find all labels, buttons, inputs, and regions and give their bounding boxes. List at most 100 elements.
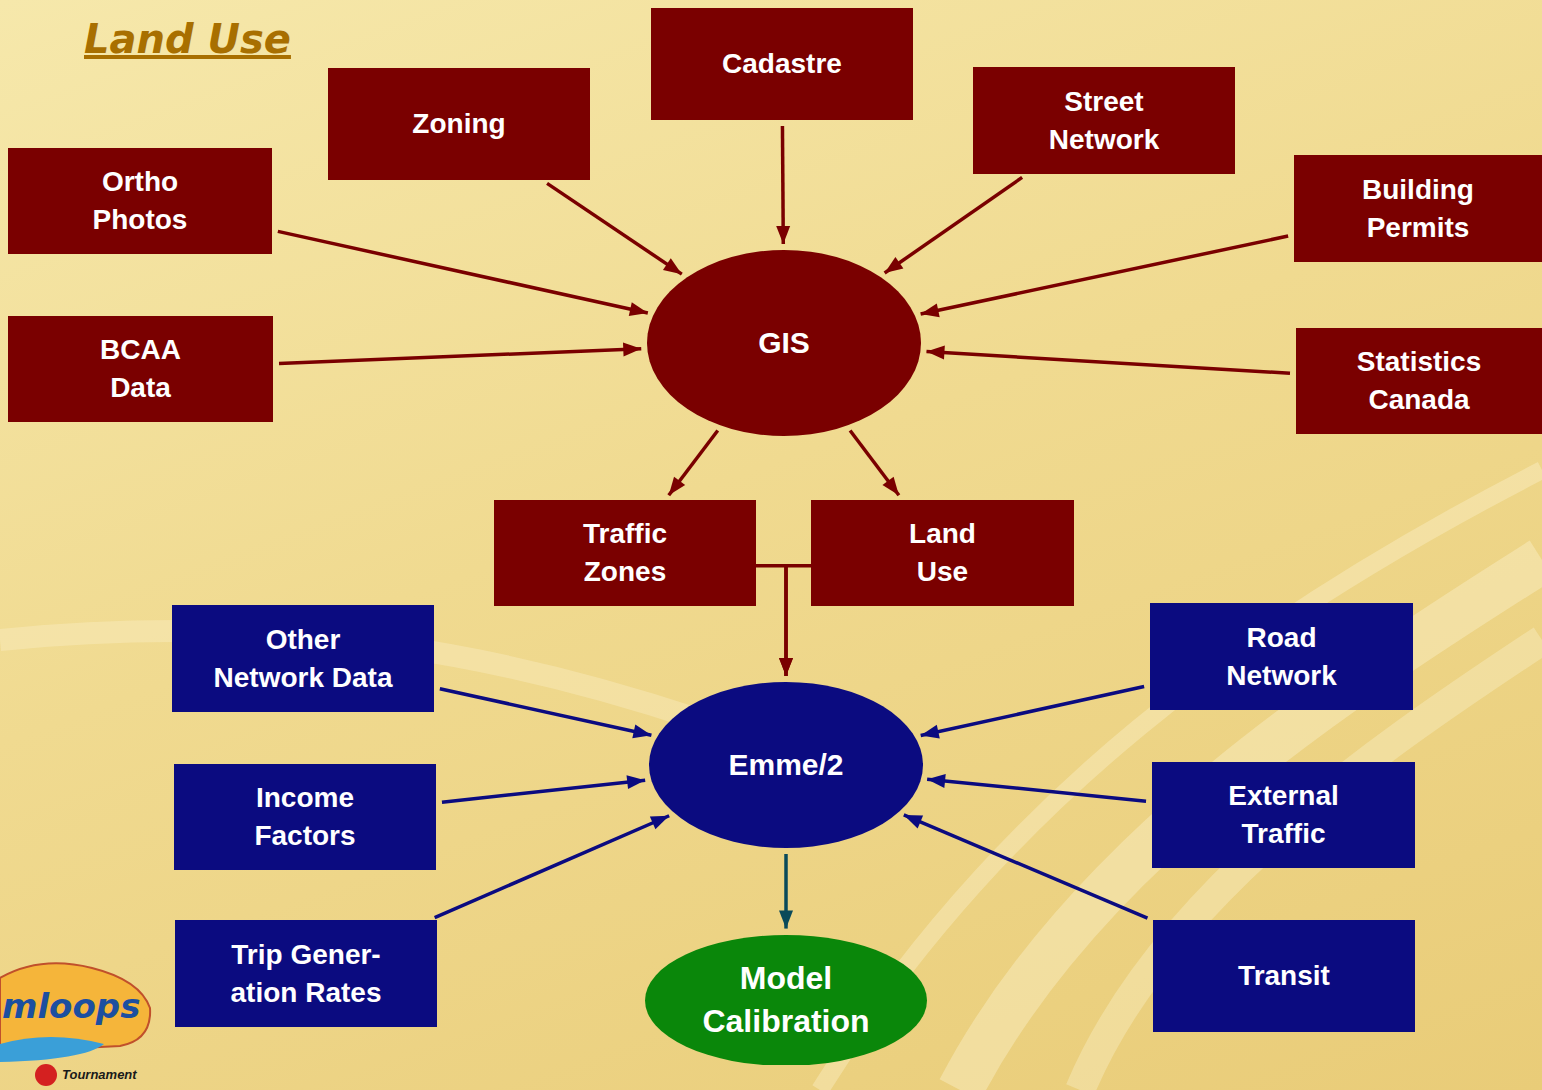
node-label: Model Calibration (694, 957, 879, 1043)
node-text-group: Other Network Data (210, 621, 396, 697)
arrowhead (882, 477, 898, 496)
node-label: Ortho Photos (75, 163, 205, 239)
arrowhead (632, 725, 651, 739)
process-box: BCAA Data (8, 316, 273, 422)
connector-arrow (776, 126, 790, 244)
connector-arrow (779, 566, 811, 676)
slide-title: Land Use (84, 16, 291, 62)
ellipse-fill (647, 250, 921, 436)
arrowhead (926, 346, 944, 360)
connector-arrow (279, 343, 641, 364)
node-text-group: Cadastre (722, 45, 842, 83)
connector-line (904, 815, 1148, 918)
connector-line (278, 231, 648, 313)
node-text-group: Street Network (1034, 83, 1174, 159)
connector-arrow (904, 815, 1148, 918)
ellipse-fill (649, 682, 923, 848)
node-label: Traffic Zones (565, 515, 685, 591)
connector-line (850, 431, 899, 496)
process-box: Income Factors (174, 764, 436, 870)
arrowhead (663, 258, 682, 274)
process-ellipse: Emme/2 (649, 682, 923, 848)
node-label: Income Factors (240, 779, 370, 855)
connector-line (927, 779, 1146, 801)
arrowhead (650, 816, 669, 830)
process-box: Zoning (328, 68, 590, 180)
connector-arrow (885, 177, 1022, 273)
arrowhead (885, 257, 904, 273)
connector-arrow (440, 689, 652, 739)
arrowhead (779, 658, 793, 676)
node-text-group: External Traffic (1214, 777, 1354, 853)
arrowhead (779, 911, 793, 929)
arrowhead (927, 774, 946, 788)
highway-band (820, 470, 1542, 1090)
node-text-group: Land Use (893, 515, 993, 591)
connector-line (279, 349, 641, 364)
connector-line (440, 689, 652, 736)
connector-line (435, 816, 669, 918)
connector-line (926, 352, 1290, 374)
node-label: GIS (758, 323, 810, 364)
logo-subtext: Tournament (62, 1067, 137, 1082)
connector-arrow (435, 816, 669, 918)
node-label: Land Use (893, 515, 993, 591)
process-box: Street Network (973, 67, 1235, 174)
connector-arrow (669, 430, 718, 495)
process-box: Cadastre (651, 8, 913, 120)
node-label: Trip Gener- ation Rates (219, 936, 394, 1012)
connector-line (442, 780, 645, 802)
connector-arrow (926, 346, 1290, 374)
node-text-group: BCAA Data (86, 331, 196, 407)
process-ellipse: Model Calibration (645, 935, 927, 1066)
ellipse-shape (645, 935, 927, 1066)
connector-line (885, 177, 1022, 273)
connector-arrow (779, 854, 793, 929)
connector-line (921, 687, 1144, 736)
arrowhead (779, 658, 793, 676)
highway-band (960, 560, 1542, 1090)
arrowhead (921, 725, 940, 739)
process-ellipse: GIS (647, 250, 921, 436)
process-box: Transit (1153, 920, 1415, 1032)
connector-line (547, 183, 682, 274)
process-box: Traffic Zones (494, 500, 756, 606)
arrowhead (627, 775, 646, 789)
node-text-group: Trip Gener- ation Rates (219, 936, 394, 1012)
node-label: Street Network (1034, 83, 1174, 159)
connector-arrow (850, 431, 899, 496)
connector-line (921, 236, 1288, 314)
connector-arrow (442, 775, 645, 802)
connector-arrow (927, 774, 1146, 801)
arrowhead (629, 302, 648, 316)
node-text-group: Model Calibration (694, 957, 879, 1043)
logo-water (0, 1037, 104, 1062)
process-box: Ortho Photos (8, 148, 272, 254)
arrowhead (623, 343, 641, 357)
node-label: Other Network Data (210, 621, 396, 697)
logo-maple-leaf (35, 1064, 57, 1086)
arrowhead (921, 303, 940, 317)
logo-text: mloops (2, 986, 140, 1026)
node-text-group: GIS (758, 323, 810, 364)
process-box: Land Use (811, 500, 1074, 606)
connector-arrow (547, 183, 682, 274)
node-label: BCAA Data (86, 331, 196, 407)
arrowhead (669, 477, 685, 496)
process-box: Building Permits (1294, 155, 1542, 262)
arrowhead (904, 815, 923, 828)
process-box: External Traffic (1152, 762, 1415, 868)
connector-arrow (921, 687, 1144, 739)
node-text-group: Statistics Canada (1344, 343, 1494, 419)
node-label: Cadastre (722, 45, 842, 83)
node-text-group: Traffic Zones (565, 515, 685, 591)
node-label: Road Network (1212, 619, 1352, 695)
process-box: Other Network Data (172, 605, 434, 712)
process-box: Statistics Canada (1296, 328, 1542, 434)
node-text-group: Transit (1238, 957, 1330, 995)
node-text-group: Road Network (1212, 619, 1352, 695)
node-label: Statistics Canada (1344, 343, 1494, 419)
connector-arrow (278, 231, 648, 316)
